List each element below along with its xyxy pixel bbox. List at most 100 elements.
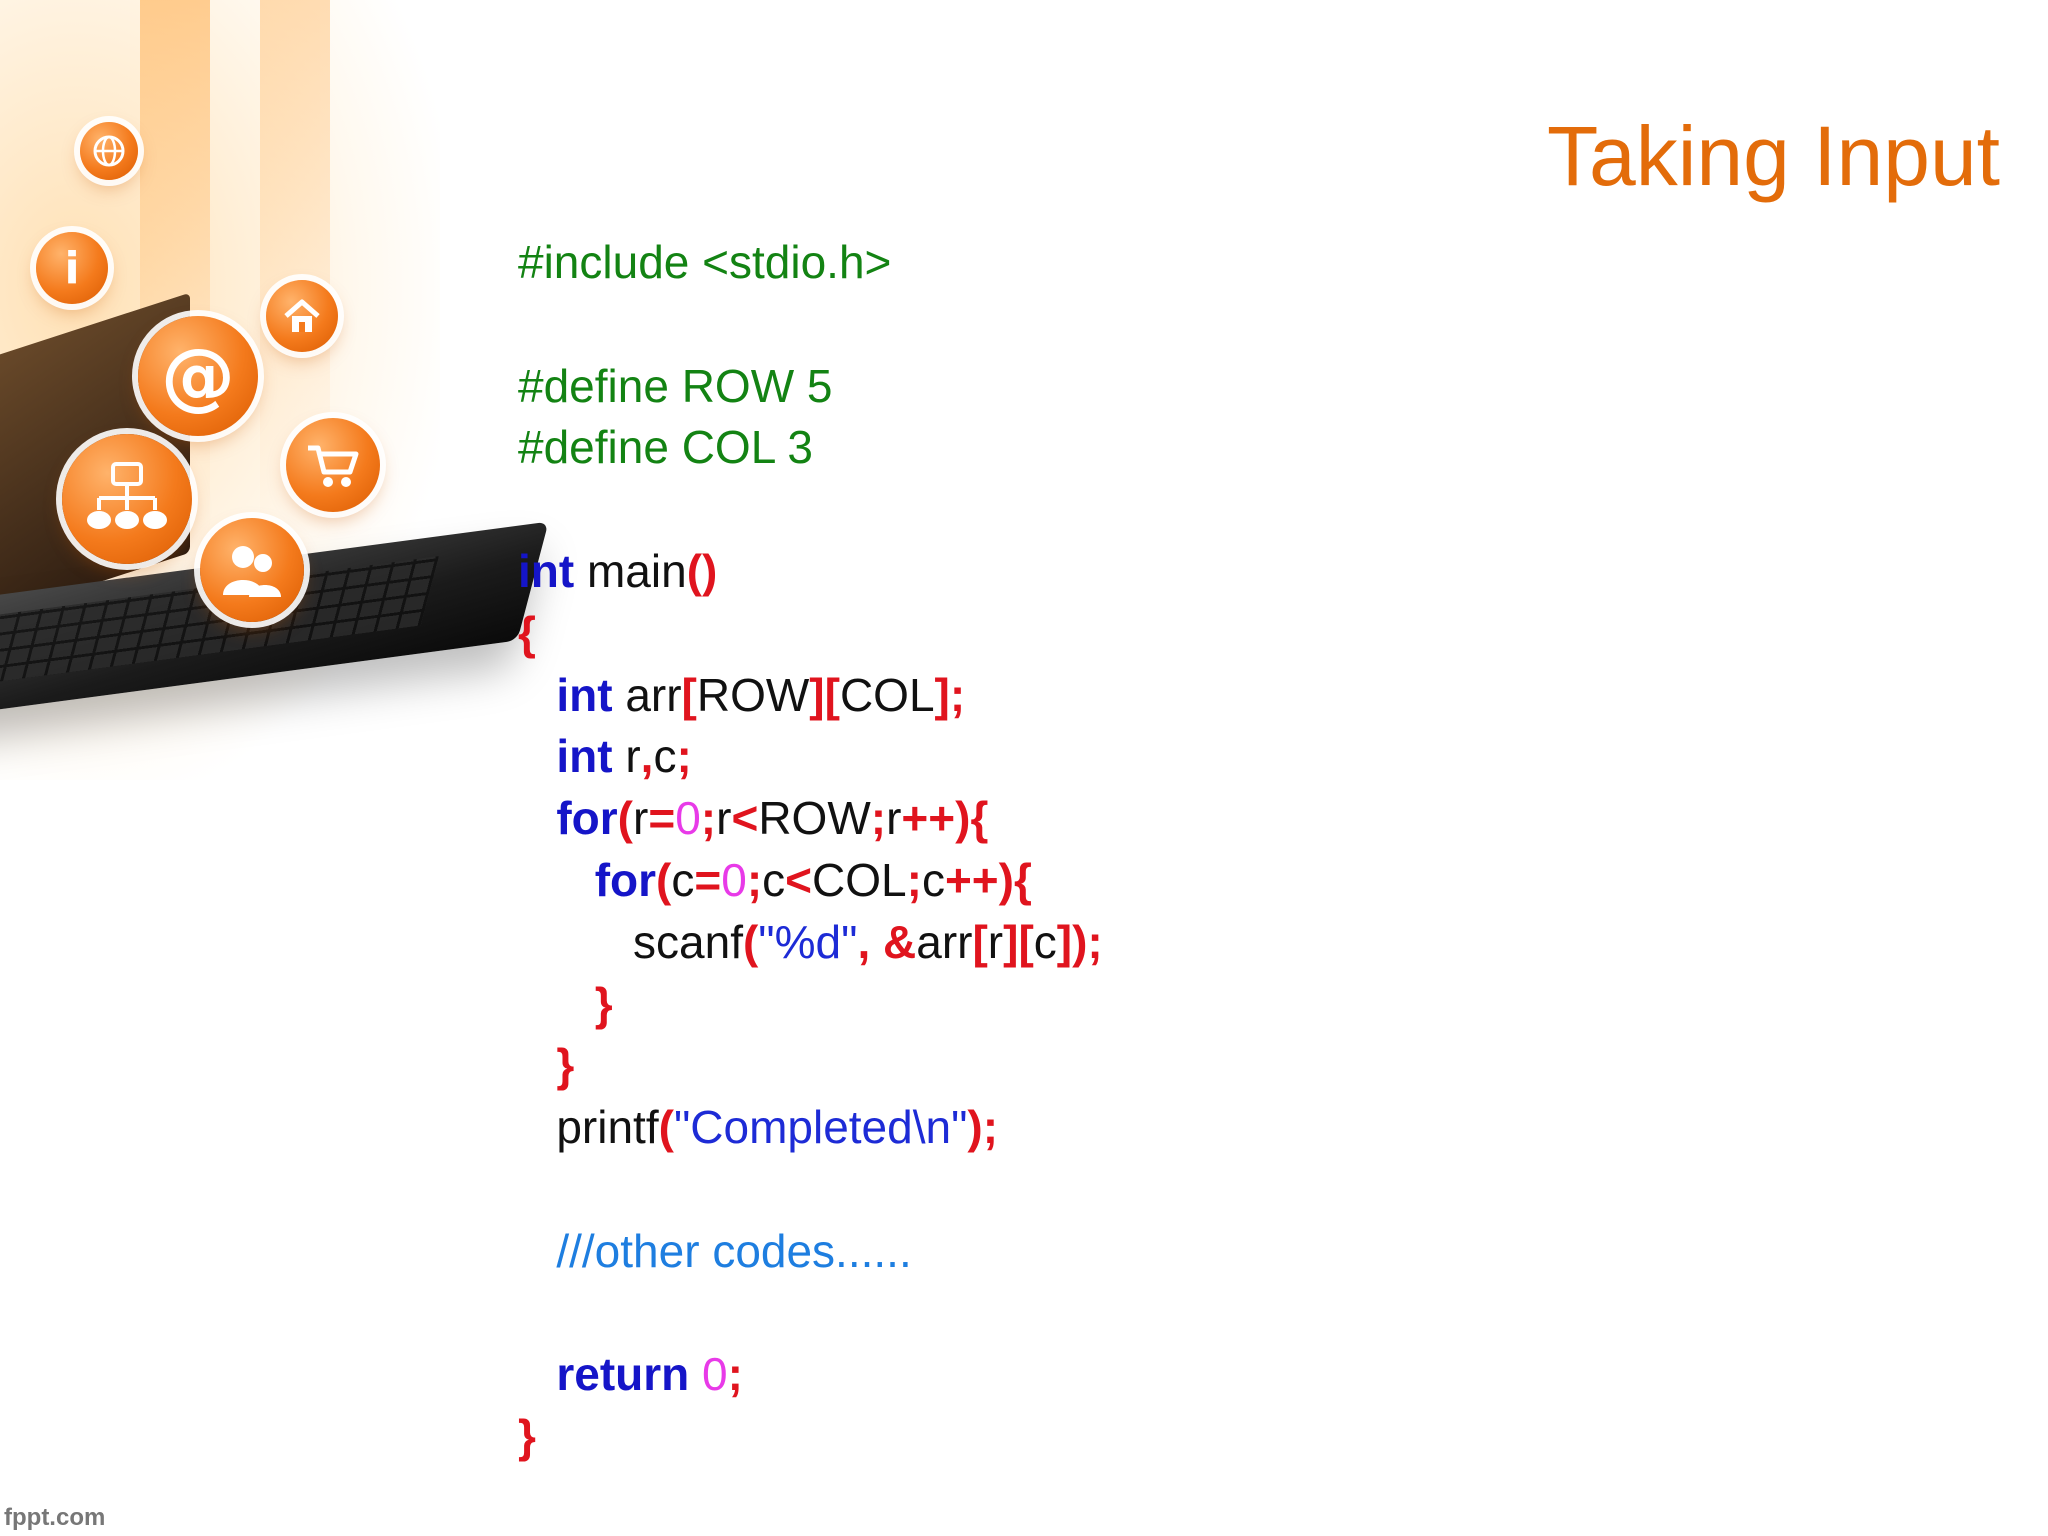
code-token: int <box>556 668 613 721</box>
home-icon <box>266 280 338 352</box>
at-glyph: @ <box>161 333 235 419</box>
at-sign-icon: @ <box>138 316 258 436</box>
code-token: main <box>574 545 687 597</box>
code-token: arr <box>612 668 682 721</box>
code-token: ; <box>906 854 922 906</box>
code-line: return 0; <box>518 1344 743 1404</box>
code-token: ); <box>967 1101 999 1154</box>
network-icon <box>62 434 192 564</box>
code-token: ( <box>742 915 759 968</box>
code-token: int <box>556 730 613 783</box>
code-token: scanf <box>518 915 743 968</box>
code-token: for <box>556 792 618 845</box>
code-token <box>518 792 556 844</box>
code-token: ; <box>870 792 887 845</box>
slide-title: Taking Input <box>1547 109 2000 203</box>
code-token <box>518 978 595 1030</box>
code-token: #define ROW 5 <box>518 359 833 412</box>
code-token: ( <box>656 854 672 906</box>
code-token: ++){ <box>944 854 1032 906</box>
code-token: int <box>518 545 575 597</box>
code-token: [ <box>972 915 988 968</box>
code-token: "Completed\n" <box>673 1101 968 1154</box>
code-token <box>518 1348 556 1400</box>
code-line: { <box>518 603 536 663</box>
code-token: { <box>518 606 536 659</box>
code-token: 0 <box>702 1348 728 1401</box>
code-line: } <box>518 1406 536 1466</box>
code-token: return <box>556 1348 690 1401</box>
code-token <box>689 1348 702 1400</box>
code-line: } <box>518 1035 574 1095</box>
watermark: fppt.com <box>4 1504 106 1531</box>
code-token <box>518 669 556 721</box>
info-glyph: i <box>64 242 80 294</box>
code-line: #define COL 3 <box>518 417 813 477</box>
code-token: , <box>640 730 654 783</box>
code-token: ; <box>727 1348 743 1401</box>
code-token: #include <stdio.h> <box>518 236 892 288</box>
code-token: "%d" <box>758 915 858 968</box>
code-token: < <box>731 792 759 845</box>
code-token: ; <box>746 854 763 906</box>
code-line: #define ROW 5 <box>518 356 832 416</box>
code-token: } <box>556 1039 575 1092</box>
code-token <box>518 1225 556 1277</box>
users-icon <box>200 518 304 622</box>
code-token <box>518 1039 556 1091</box>
code-token: ; <box>676 730 692 783</box>
code-token: c <box>921 854 945 906</box>
code-token: COL <box>812 854 907 906</box>
code-token <box>518 730 556 782</box>
code-token: } <box>518 1410 536 1463</box>
code-token: ][ <box>809 668 840 721</box>
code-line: int arr[ROW][COL]; <box>518 665 965 725</box>
code-token: r <box>633 792 649 845</box>
code-line: for(r=0;r<ROW;r++){ <box>518 788 988 848</box>
code-token: 0 <box>675 792 701 845</box>
code-token: ( <box>617 792 633 845</box>
code-line: #include <stdio.h> <box>518 232 891 292</box>
code-line: } <box>518 974 613 1034</box>
code-token: , & <box>857 915 917 968</box>
cart-icon <box>286 418 380 512</box>
code-token: printf <box>518 1101 659 1154</box>
code-line: ///other codes...... <box>518 1221 912 1281</box>
code-token: ///other codes...... <box>556 1224 912 1277</box>
code-line: printf("Completed\n"); <box>518 1097 998 1157</box>
code-token <box>518 854 595 906</box>
code-token: } <box>594 977 613 1030</box>
code-token: r <box>987 915 1004 968</box>
code-token: [ <box>681 668 697 721</box>
code-token: c <box>1033 915 1057 968</box>
code-token: r <box>886 792 902 845</box>
laptop-illustration: i @ <box>0 0 560 820</box>
code-token: ( <box>658 1101 674 1154</box>
code-token: #define COL 3 <box>518 421 813 474</box>
code-token: c <box>762 854 786 906</box>
code-token: c <box>653 730 677 783</box>
code-token: = <box>694 854 722 906</box>
code-token: ]); <box>1056 915 1103 968</box>
code-line: int r,c; <box>518 726 692 786</box>
code-token: < <box>785 854 813 906</box>
code-line: scanf("%d", &arr[r][c]); <box>518 912 1103 972</box>
code-token: COL <box>839 668 935 721</box>
code-token: = <box>648 792 676 845</box>
code-token: 0 <box>721 854 747 906</box>
code-line: int main() <box>518 541 717 601</box>
info-icon: i <box>36 232 108 304</box>
code-token: arr <box>916 915 973 968</box>
code-token: ][ <box>1003 915 1034 968</box>
globe-icon <box>80 122 138 180</box>
code-token: r <box>716 792 732 845</box>
code-token: ]; <box>934 668 966 721</box>
code-token: ++){ <box>901 792 989 845</box>
code-token: for <box>594 854 657 906</box>
code-token: c <box>671 854 695 906</box>
code-token: ROW <box>758 792 871 845</box>
code-line: for(c=0;c<COL;c++){ <box>518 850 1032 910</box>
code-token: ROW <box>696 668 810 721</box>
code-token: ; <box>700 792 717 845</box>
